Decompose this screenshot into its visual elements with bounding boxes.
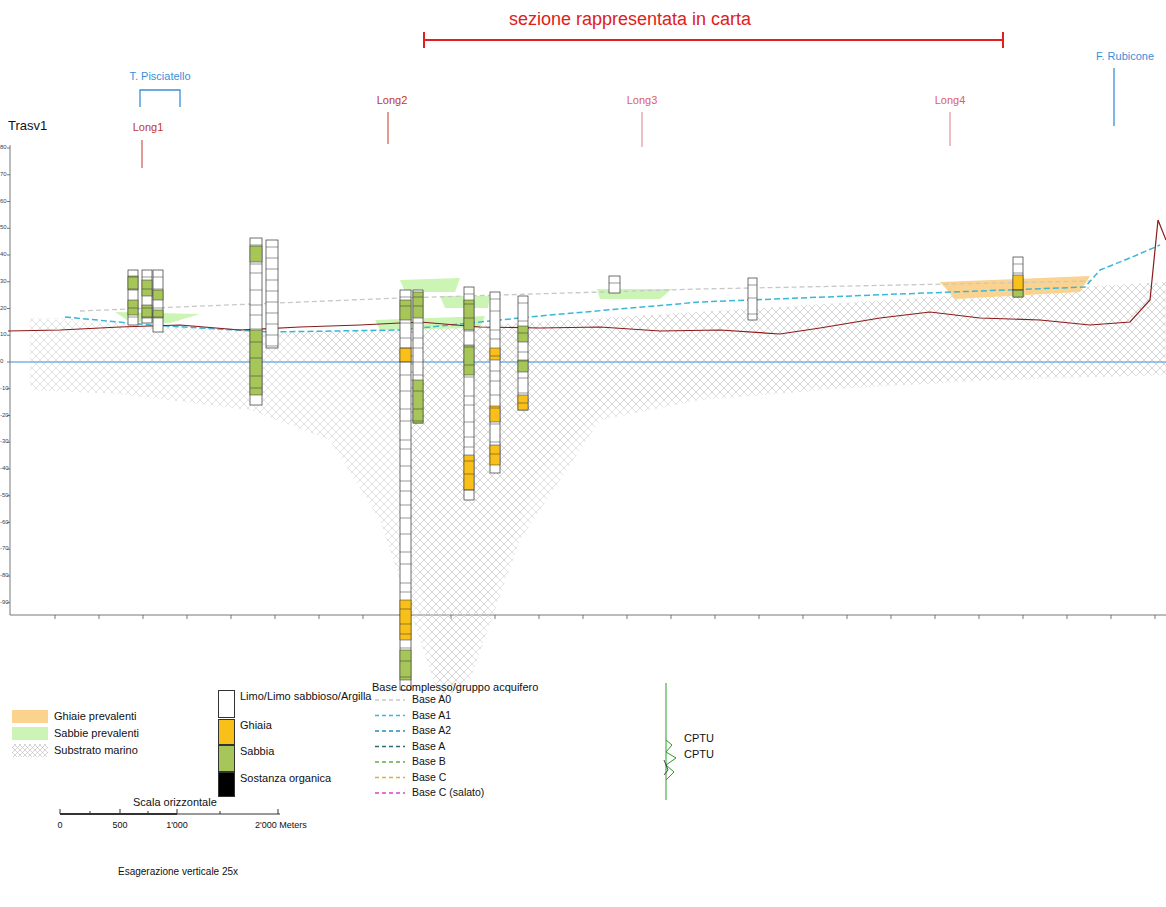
legend-swatch xyxy=(218,719,235,745)
legend-swatch xyxy=(218,690,235,718)
section-marker: Long1 xyxy=(133,121,164,134)
axis-tick: 40 xyxy=(0,251,7,258)
ground-surface xyxy=(8,220,1166,334)
markers xyxy=(140,32,1114,168)
sea-level xyxy=(10,361,1166,362)
river-name: T. Pisciatello xyxy=(129,70,190,83)
section-marker: Long2 xyxy=(377,94,408,107)
legend-text: Base C xyxy=(412,771,446,783)
legend-text: CPTU xyxy=(684,748,714,761)
legend-lines xyxy=(375,700,405,793)
section-name: Trasv1 xyxy=(8,119,47,134)
legend-text: Limo/Limo sabbioso/Argilla xyxy=(240,690,371,703)
legend-text: CPTU xyxy=(684,732,714,745)
base-a0 xyxy=(80,281,1090,311)
scale-number: 2'000 Meters xyxy=(255,820,307,830)
legend-heading: Base complesso/gruppo acquifero xyxy=(372,681,538,694)
section-title: sezione rappresentata in carta xyxy=(509,9,751,30)
legend-text: Substrato marino xyxy=(54,744,138,757)
legend-text: Base A xyxy=(412,740,445,752)
legend-text: Sostanza organica xyxy=(240,772,331,785)
legend-text: Base A2 xyxy=(412,724,451,736)
axis-tick: 0 xyxy=(0,358,3,365)
legend-swatch xyxy=(12,727,48,740)
scale-title: Scala orizzontale xyxy=(133,796,217,809)
river-name: F. Rubicone xyxy=(1096,50,1154,63)
axis-tick: -80 xyxy=(0,572,9,579)
axis-tick: 20 xyxy=(0,305,7,312)
axis-tick: -40 xyxy=(0,465,9,472)
axis-tick: 60 xyxy=(0,198,7,205)
scale-number: 500 xyxy=(112,820,127,830)
legend-text: Sabbia xyxy=(240,745,274,758)
axis-tick: -60 xyxy=(0,519,9,526)
axis-tick: -50 xyxy=(0,492,9,499)
section-marker: Long3 xyxy=(627,94,658,107)
legend-swatch xyxy=(218,772,235,797)
axis-tick: -10 xyxy=(0,385,9,392)
axis-tick: 10 xyxy=(0,331,7,338)
legend-text: Sabbie prevalenti xyxy=(54,727,139,740)
legend-swatch xyxy=(218,745,235,772)
legend-samples xyxy=(12,683,676,815)
legend-text: Ghiaie prevalenti xyxy=(54,710,137,723)
legend-text: Base B xyxy=(412,755,446,767)
axis-tick: -30 xyxy=(0,438,9,445)
scale-number: 1'000 xyxy=(166,820,188,830)
legend-swatch xyxy=(12,710,48,723)
scale-number: 0 xyxy=(57,820,62,830)
legend-text: Ghiaia xyxy=(240,719,272,732)
boreholes xyxy=(128,238,1023,690)
legend-text: Base A1 xyxy=(412,709,451,721)
legend-text: Base C (salato) xyxy=(412,786,484,798)
axis-tick: -20 xyxy=(0,412,9,419)
scale-note: Esagerazione verticale 25x xyxy=(118,866,238,878)
axis-tick: 50 xyxy=(0,224,7,231)
axis-tick: 80 xyxy=(0,144,7,151)
marine-substrate xyxy=(30,282,1166,700)
marine-substrate xyxy=(30,282,1166,700)
axis-tick: 70 xyxy=(0,171,7,178)
axis-tick: -70 xyxy=(0,545,9,552)
axis-tick: 30 xyxy=(0,278,7,285)
axis-tick: -90 xyxy=(0,599,9,606)
section-marker: Long4 xyxy=(935,94,966,107)
legend-text: Base A0 xyxy=(412,693,451,705)
